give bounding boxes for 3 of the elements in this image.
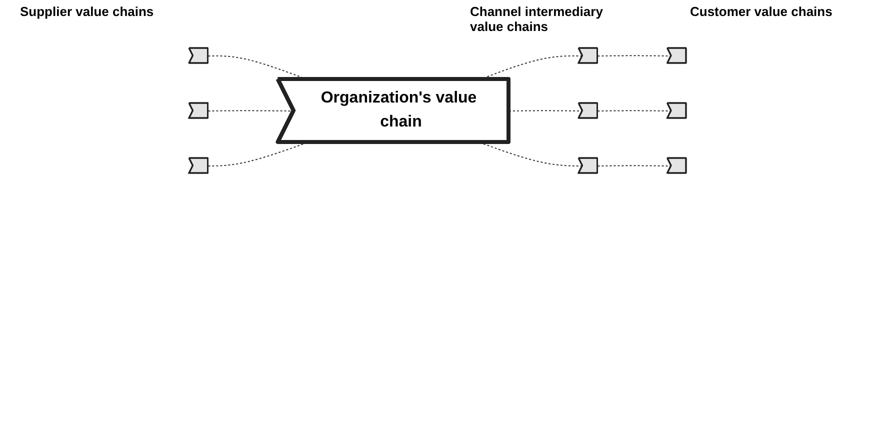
column-heading: Supplier value chains <box>20 4 155 19</box>
column-heading: Customer value chains <box>690 4 834 19</box>
column-heading: Channel intermediary value chains <box>470 4 604 34</box>
